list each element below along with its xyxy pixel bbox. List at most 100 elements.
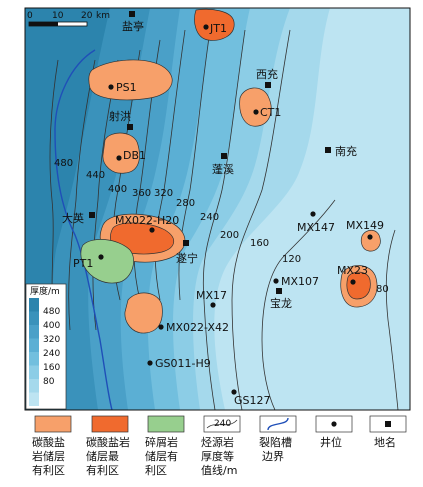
city-marker-daying <box>89 212 95 218</box>
thickness-level-160: 160 <box>43 363 60 373</box>
contour-label-440: 440 <box>86 170 105 181</box>
rift-boundary <box>54 49 113 411</box>
contour-label-200: 200 <box>220 230 239 241</box>
contour-labels: 480 440 400 360 320 280 240 200 160 120 … <box>54 158 389 295</box>
scale-bar: 0 10 20 km <box>27 11 110 27</box>
thickness-level-80: 80 <box>43 377 55 387</box>
legend-contour-line1: 烃源岩 <box>201 435 234 449</box>
legend-favorable-line2: 岩储层 <box>32 449 65 463</box>
well-label-mx107: MX107 <box>281 275 319 288</box>
legend-contour-sample: 240 <box>214 419 231 429</box>
well-label-mx022-h20: MX022-H20 <box>115 214 179 227</box>
legend-well-label: 井位 <box>320 435 342 449</box>
thickness-swatch-5 <box>29 352 39 366</box>
scale-tick-0: 0 <box>27 11 33 21</box>
contour-80 <box>385 229 399 411</box>
area-jt1 <box>194 8 235 41</box>
well-label-mx23: MX23 <box>337 264 368 277</box>
contour-440 <box>68 59 96 331</box>
legend-swatch-most-favorable <box>91 415 129 433</box>
city-marker-suining <box>183 240 189 246</box>
thickness-swatch-6 <box>29 365 39 379</box>
legend-favorable-line3: 有利区 <box>32 463 65 477</box>
legend-clastic-line2: 储层有 <box>145 449 178 463</box>
well-marker-mx022-h20 <box>149 227 155 233</box>
city-label-yanting: 盐亭 <box>122 19 144 33</box>
well-marker-gs011-h9 <box>147 360 153 366</box>
contour-label-480: 480 <box>54 158 73 169</box>
well-label-jt1: JT1 <box>209 22 227 35</box>
well-marker-mx147 <box>310 211 316 217</box>
thickness-legend-title: 厚度/m <box>30 285 60 297</box>
legend-rift-line <box>267 417 289 431</box>
legend-contour-line <box>206 419 238 429</box>
area-pt1 <box>80 239 134 284</box>
contour-label-320: 320 <box>154 188 173 199</box>
legend-favorable-line1: 碳酸盐 <box>32 435 65 449</box>
area-mx23-inner <box>346 271 371 300</box>
legend-most-favorable-line2: 储层最 <box>86 449 119 463</box>
legend-city-label: 地名 <box>374 435 396 449</box>
thickness-level-240: 240 <box>43 349 60 359</box>
well-marker-mx022-x42 <box>158 324 164 330</box>
legend-contour-line3: 值线/m <box>201 463 237 477</box>
well-marker-mx17 <box>210 302 216 308</box>
thickness-level-320: 320 <box>43 335 60 345</box>
city-label-baolong: 宝龙 <box>270 296 292 310</box>
contour-label-120: 120 <box>282 254 301 265</box>
area-db1 <box>102 132 140 174</box>
wells: JT1 PS1 CT1 DB1 MX022-H20 PT1 MX147 MX14… <box>73 22 384 407</box>
well-label-gs011-h9: GS011-H9 <box>155 357 211 370</box>
contour-label-240: 240 <box>200 212 219 223</box>
well-label-ct1: CT1 <box>260 106 281 119</box>
well-label-mx149: MX149 <box>346 219 384 232</box>
contour-label-400: 400 <box>108 184 127 195</box>
thickness-level-480: 480 <box>43 307 60 317</box>
contour-240 <box>178 29 211 301</box>
well-marker-jt1 <box>203 24 209 30</box>
scale-tick-20: 20 <box>81 11 93 21</box>
legend: 碳酸盐 岩储层 有利区 碳酸盐岩 储层最 有利区 碎屑岩 储层有 利区 240 … <box>32 415 407 477</box>
legend-rift-line1: 裂陷槽 <box>259 435 292 449</box>
thickness-swatch-4 <box>29 338 39 352</box>
city-label-daying: 大英 <box>62 211 84 225</box>
well-marker-ct1 <box>253 109 259 115</box>
city-marker-baolong <box>276 288 282 294</box>
well-marker-mx107 <box>273 278 279 284</box>
thickness-level-400: 400 <box>43 321 60 331</box>
legend-clastic-line1: 碎屑岩 <box>145 435 178 449</box>
well-label-mx022-x42: MX022-X42 <box>166 321 229 334</box>
contour-200 <box>202 29 246 411</box>
area-ps1 <box>88 59 173 101</box>
contour-160 <box>231 29 291 411</box>
scale-unit: km <box>96 11 110 21</box>
well-label-ps1: PS1 <box>116 81 137 94</box>
city-marker-yanting <box>129 11 135 17</box>
city-label-pengxi: 蓬溪 <box>212 163 234 176</box>
city-label-xichong: 西充 <box>256 67 278 81</box>
thickness-swatch-8 <box>29 392 39 406</box>
well-label-mx147: MX147 <box>297 221 335 234</box>
legend-contour-line2: 厚度等 <box>201 449 234 463</box>
legend-well-marker <box>331 421 337 427</box>
city-label-nanchong: 南充 <box>335 144 357 158</box>
well-marker-mx149 <box>367 234 373 240</box>
well-label-db1: DB1 <box>123 149 146 162</box>
reservoir-areas <box>80 8 381 334</box>
legend-city-marker <box>385 421 391 427</box>
well-marker-db1 <box>116 155 122 161</box>
area-mx149 <box>360 229 381 252</box>
area-mx022-x42 <box>124 292 163 334</box>
city-label-suining: 遂宁 <box>176 251 198 265</box>
city-marker-pengxi <box>221 153 227 159</box>
thickness-swatch-1 <box>29 298 39 312</box>
area-ct1 <box>239 87 272 127</box>
well-label-mx17: MX17 <box>196 289 227 302</box>
legend-box-contour <box>203 415 241 433</box>
well-marker-mx23 <box>350 279 356 285</box>
scale-bar-segment <box>29 22 58 26</box>
thickness-swatch-3 <box>29 325 39 339</box>
city-marker-xichong <box>265 82 271 88</box>
legend-most-favorable-line3: 有利区 <box>86 463 119 477</box>
thickness-swatch-7 <box>29 379 39 393</box>
